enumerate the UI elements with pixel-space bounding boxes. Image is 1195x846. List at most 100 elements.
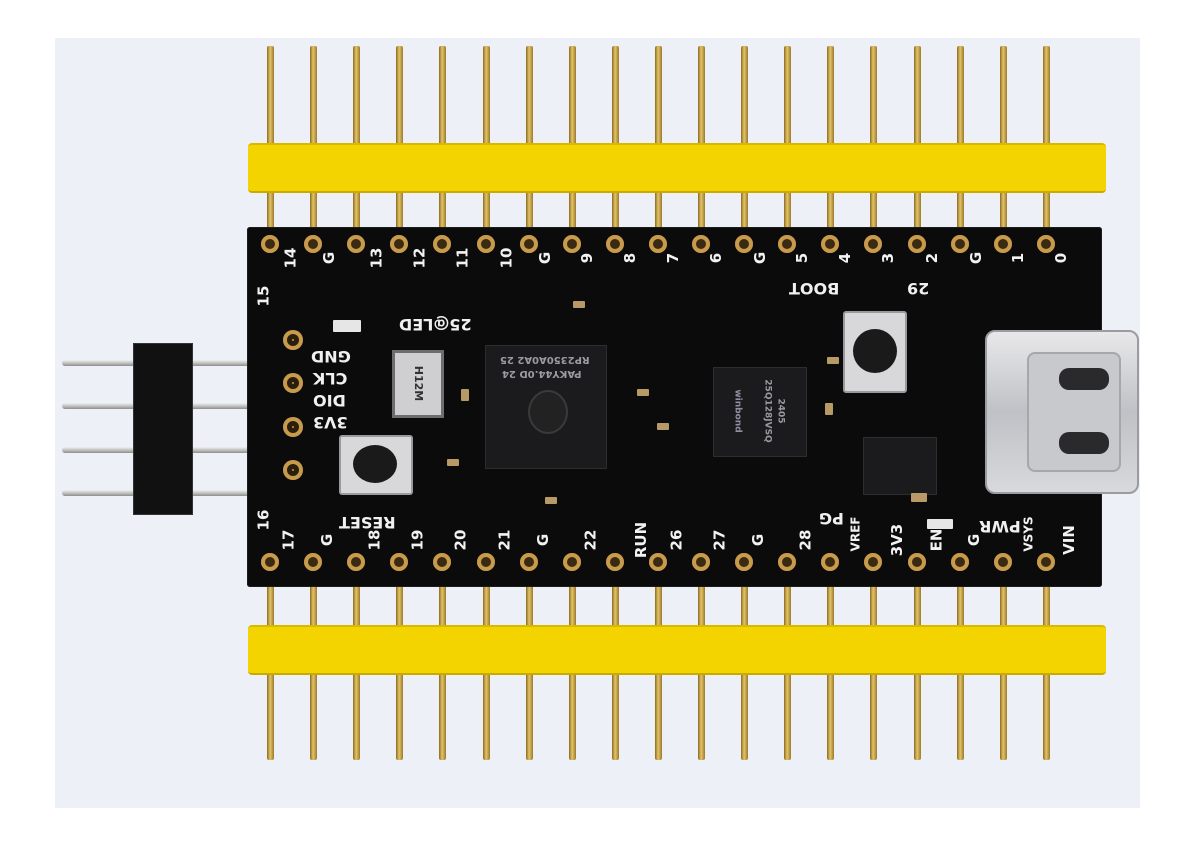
passive-component (657, 423, 669, 430)
pin-pad (562, 553, 581, 571)
pin-label: 12 (410, 247, 429, 269)
pin-pad (476, 553, 495, 571)
pin-pad (648, 553, 667, 571)
pin-pad (778, 553, 797, 571)
usb-c-opening (1059, 432, 1109, 454)
silk-clk: CLK (313, 369, 348, 388)
pin-pad (519, 553, 538, 571)
passive-component (911, 493, 927, 502)
pin-pad (864, 553, 883, 571)
regulator-chip (863, 437, 937, 495)
pin-label: G (751, 251, 770, 265)
pin-label: VIN (1059, 525, 1078, 555)
passive-component (447, 459, 459, 466)
usb-c-connector (985, 330, 1139, 494)
usb-c-opening (1059, 368, 1109, 390)
pin-pad (993, 235, 1012, 253)
passive-component (573, 301, 585, 308)
pin-label: 21 (494, 529, 513, 551)
pin-pad (390, 235, 409, 253)
pin-label: 11 (453, 247, 472, 269)
pin-pad (692, 553, 710, 571)
pin-pad (1036, 553, 1055, 571)
bottom-pin-header-housing (248, 625, 1106, 675)
pin-label: 17 (279, 529, 298, 551)
passive-component (825, 403, 833, 415)
silk-pwr: PWR (979, 517, 1021, 536)
pin-label: G (966, 251, 985, 265)
silk-reset: RESET (339, 513, 396, 532)
pin-pad (735, 553, 754, 571)
mcu-text-line2: PAKY44.0D 24 (502, 368, 582, 379)
boot-button-cap (853, 329, 897, 373)
crystal-text: H12M (412, 365, 426, 402)
pin-pad (390, 553, 409, 571)
pin-label: 26 (667, 529, 686, 551)
pin-pad (476, 235, 495, 253)
pin-pad (993, 553, 1012, 571)
pin-pad (692, 235, 710, 253)
mcu-text-line1: RP2350A0A2 25 (500, 354, 590, 365)
crystal: H12M (392, 350, 444, 418)
pin-pad (778, 235, 797, 253)
pin-pad (347, 553, 366, 571)
rp2350-mcu: RP2350A0A2 25 PAKY44.0D 24 (485, 345, 607, 469)
pin-label: EN (926, 528, 945, 552)
silk-gpio29: 29 (907, 279, 930, 298)
silk-gnd: GND (311, 347, 351, 366)
silk-pg: PG (819, 509, 844, 528)
pin-label: VSYS (1021, 516, 1036, 552)
onboard-led (333, 320, 361, 332)
pin-pad (821, 235, 840, 253)
passive-component (827, 357, 839, 364)
power-led (927, 519, 953, 529)
pin-pad (347, 235, 366, 253)
pin-label: 9 (577, 252, 596, 264)
pin-pad (605, 235, 624, 253)
side-pad-gnd (283, 330, 303, 350)
pin-label: VREF (848, 516, 863, 552)
side-pad-clk (283, 373, 303, 393)
silk-led: 25@LED (399, 315, 472, 334)
pin-label: 27 (710, 529, 729, 551)
pin-label: 14 (281, 247, 300, 269)
pin-label: 19 (408, 529, 427, 551)
silk-dio: DIO (313, 391, 346, 410)
side-pad-3v3 (283, 460, 303, 480)
pin-label: 28 (796, 529, 815, 551)
pin-pad (433, 553, 452, 571)
silk-boot: BOOT (789, 279, 840, 298)
flash-chip: winbond 25Q128JVSQ 2405 (713, 367, 807, 457)
raspberry-logo (528, 390, 568, 434)
pin-pad (304, 553, 323, 571)
pin-label: 5 (793, 252, 812, 264)
pin-label: 20 (451, 529, 470, 551)
top-pin-header-housing (248, 143, 1106, 193)
passive-component (637, 389, 649, 396)
pin-label: 22 (581, 529, 600, 551)
pin-pad (261, 553, 279, 571)
side-header-housing (133, 343, 193, 515)
pin-pad (562, 235, 581, 253)
pin-label: G (320, 251, 339, 265)
passive-component (461, 389, 469, 401)
usb-c-port (1027, 352, 1121, 472)
pin-pad (950, 553, 969, 571)
silk-3v3: 3V3 (313, 413, 348, 432)
pin-label: G (318, 533, 337, 547)
pin-label: 3 (879, 252, 898, 264)
pin-label: 8 (621, 252, 640, 264)
pin-pad (864, 235, 883, 253)
pin-label: 10 (496, 247, 515, 269)
flash-date: 2405 (775, 398, 786, 424)
side-pad-dio (283, 417, 303, 437)
pin-pad (519, 235, 538, 253)
flash-part: 25Q128JVSQ (762, 379, 773, 443)
flash-brand: winbond (732, 389, 743, 433)
pin-label: 13 (367, 247, 386, 269)
pin-pad (950, 235, 969, 253)
pin-pad (735, 235, 754, 253)
reset-button (339, 435, 413, 495)
pin-pad (261, 235, 279, 253)
